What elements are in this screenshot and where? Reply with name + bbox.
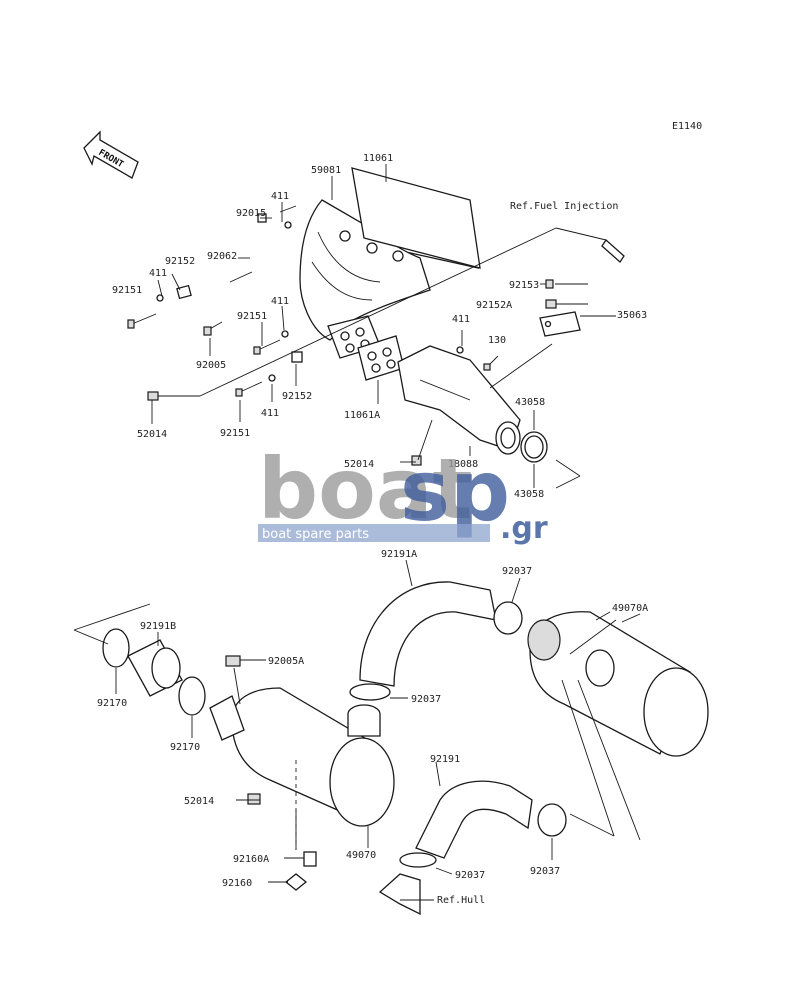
gasket-11061a [357, 335, 405, 381]
label-43058-b: 43058 [514, 489, 544, 500]
label-92037-d: 92037 [530, 866, 560, 877]
clamp-92037-a [493, 601, 523, 635]
label-92005a: 92005A [268, 656, 304, 667]
clamp-92037-b [349, 683, 391, 701]
label-11061a: 11061A [344, 410, 380, 421]
watermark-boat: boat [258, 440, 473, 538]
clamp-92170-b [178, 676, 206, 716]
label-92037-b: 92037 [411, 694, 441, 705]
label-plate-92160a [303, 851, 317, 867]
label-92037-a: 92037 [502, 566, 532, 577]
label-52014-c: 52014 [184, 796, 214, 807]
label-411-e: 411 [452, 314, 470, 325]
label-43058-a: 43058 [515, 397, 545, 408]
exhaust-pipe-18088 [397, 345, 521, 455]
label-92152-b: 92152 [282, 391, 312, 402]
label-411-c: 411 [271, 296, 289, 307]
label-92152-a: 92152 [165, 256, 195, 267]
clamp-92170-a [102, 628, 130, 668]
label-411-a: 411 [271, 191, 289, 202]
label-59081: 59081 [311, 165, 341, 176]
label-11061: 11061 [363, 153, 393, 164]
label-92170-a: 92170 [97, 698, 127, 709]
ref-hull: Ref.Hull [437, 895, 485, 906]
o-ring-43058-b [524, 435, 544, 459]
label-92191b: 92191B [140, 621, 176, 632]
label-92191a: 92191A [381, 549, 417, 560]
label-92151-a: 92151 [112, 285, 142, 296]
label-92191: 92191 [430, 754, 460, 765]
hose-92191 [415, 780, 533, 859]
diagram-code: E1140 [672, 121, 702, 132]
watermark-tagline: boat spare parts [262, 527, 369, 542]
label-92062: 92062 [207, 251, 237, 262]
label-92160: 92160 [222, 878, 252, 889]
label-49070: 49070 [346, 850, 376, 861]
label-52014-b: 52014 [344, 459, 374, 470]
label-92151-b: 92151 [237, 311, 267, 322]
watermark-logo: boat sp .gr boat spare parts [258, 440, 548, 546]
muffler-49070 [209, 687, 395, 827]
label-411-d: 411 [261, 408, 279, 419]
label-92037-c: 92037 [455, 870, 485, 881]
label-92005: 92005 [196, 360, 226, 371]
label-92015: 92015 [236, 208, 266, 219]
label-35063: 35063 [617, 310, 647, 321]
clamp-92037-c [399, 852, 437, 868]
hose-92191a [359, 581, 497, 687]
watermark-gr: .gr [500, 511, 548, 546]
manifold-gasket [351, 167, 481, 269]
label-130: 130 [488, 335, 506, 346]
ref-fuel-injection: Ref.Fuel Injection [510, 201, 618, 212]
label-plate-92160 [284, 873, 308, 891]
bracket-35063 [539, 299, 581, 337]
coupler-92191b [127, 639, 183, 697]
hull-reference [378, 873, 421, 916]
label-18088: 18088 [448, 459, 478, 470]
front-arrow-icon: FRONT [83, 130, 139, 179]
fitting-52014-c [247, 793, 261, 805]
muffler-49070a [527, 611, 709, 757]
label-92160a: 92160A [233, 854, 269, 865]
leader-lines-top [151, 164, 616, 489]
label-411-b: 411 [149, 268, 167, 279]
label-49070a: 49070A [612, 603, 648, 614]
leader-lines-bottom [73, 559, 641, 901]
clamp-92037-d [537, 803, 567, 837]
label-92152a: 92152A [476, 300, 512, 311]
label-92153: 92153 [509, 280, 539, 291]
watermark-sp: sp [400, 442, 510, 540]
label-52014-a: 52014 [137, 429, 167, 440]
label-92151-c: 92151 [220, 428, 250, 439]
label-92170-b: 92170 [170, 742, 200, 753]
fitting-92005a [225, 655, 241, 667]
